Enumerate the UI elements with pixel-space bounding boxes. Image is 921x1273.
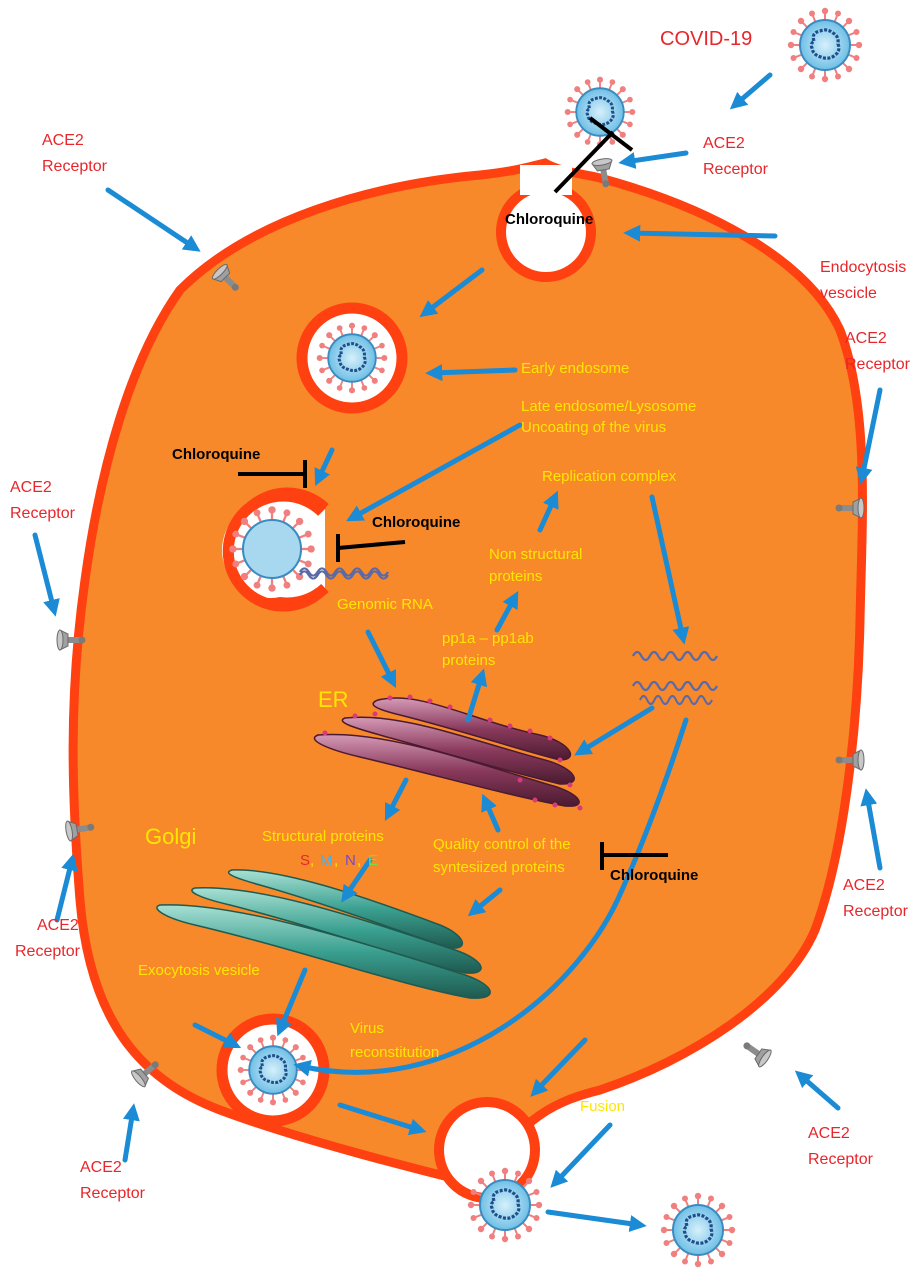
svg-text:vescicle: vescicle xyxy=(820,285,877,302)
genomic-rna-label: Genomic RNA xyxy=(337,596,433,613)
chloroquine-label-early: Chloroquine xyxy=(172,446,260,463)
svg-text:syntesiized proteins: syntesiized proteins xyxy=(433,859,565,876)
structural-proteins-label: Structural proteins xyxy=(262,828,384,845)
svg-text:ACE2: ACE2 xyxy=(845,330,887,347)
svg-text:Non structural: Non structural xyxy=(489,546,582,563)
ace2-label-right-upper: ACE2 Receptor xyxy=(845,330,911,373)
svg-text:Receptor: Receptor xyxy=(80,1185,146,1202)
svg-text:ACE2: ACE2 xyxy=(80,1159,122,1176)
virus-outside-icon xyxy=(788,8,862,82)
fusion-label: Fusion xyxy=(580,1098,625,1115)
svg-text:ACE2: ACE2 xyxy=(10,479,52,496)
ace2-label-top-right: ACE2 Receptor xyxy=(703,135,769,178)
ace2-label-top-left: ACE2 Receptor xyxy=(42,132,108,175)
virus-released-icon xyxy=(661,1193,735,1267)
svg-text:pp1a – pp1ab: pp1a – pp1ab xyxy=(442,630,534,647)
svg-text:M: M xyxy=(320,852,333,869)
virus-entering-icon xyxy=(565,77,636,148)
svg-text:Receptor: Receptor xyxy=(42,158,108,175)
endocytosis-label: Endocytosis vescicle xyxy=(820,259,906,302)
chloroquine-label-protein: Chloroquine xyxy=(610,867,698,884)
svg-text:Uncoating of the virus: Uncoating of the virus xyxy=(521,419,666,436)
svg-text:,: , xyxy=(310,852,314,869)
svg-text:ACE2: ACE2 xyxy=(37,917,79,934)
cell-membrane xyxy=(73,163,862,1185)
svg-text:Receptor: Receptor xyxy=(843,903,909,920)
svg-text:reconstitution: reconstitution xyxy=(350,1044,439,1061)
early-endosome xyxy=(302,308,402,408)
early-endosome-label: Early endosome xyxy=(521,360,629,377)
svg-text:ACE2: ACE2 xyxy=(703,135,745,152)
svg-text:Receptor: Receptor xyxy=(808,1151,874,1168)
svg-text:proteins: proteins xyxy=(442,652,495,669)
svg-text:N: N xyxy=(345,852,356,869)
svg-text:Receptor: Receptor xyxy=(15,943,81,960)
svg-text:,: , xyxy=(357,852,361,869)
ace2-label-bottom-left: ACE2 Receptor xyxy=(80,1159,146,1202)
virus-budding-icon xyxy=(468,1168,542,1242)
ace2-label-right-lower: ACE2 Receptor xyxy=(843,877,909,920)
svg-text:Quality control of the: Quality control of the xyxy=(433,836,571,853)
exocytosis-vesicle-label: Exocytosis vesicle xyxy=(138,962,260,979)
chloroquine-label-entry: Chloroquine xyxy=(505,211,593,228)
svg-text:proteins: proteins xyxy=(489,568,542,585)
covid-label: COVID-19 xyxy=(660,28,752,50)
replication-complex-label: Replication complex xyxy=(542,468,677,485)
svg-text:,: , xyxy=(334,852,338,869)
golgi-label: Golgi xyxy=(145,824,196,849)
ace2-label-left-middle: ACE2 Receptor xyxy=(10,479,76,522)
svg-text:Receptor: Receptor xyxy=(10,505,76,522)
chloroquine-label-late: Chloroquine xyxy=(372,514,460,531)
ace2-label-bottom-right: ACE2 Receptor xyxy=(808,1125,874,1168)
ace2-label-left-lower: ACE2 Receptor xyxy=(15,917,81,960)
svg-text:Virus: Virus xyxy=(350,1020,384,1037)
svg-text:ACE2: ACE2 xyxy=(843,877,885,894)
svg-text:ACE2: ACE2 xyxy=(42,132,84,149)
svg-text:Endocytosis: Endocytosis xyxy=(820,259,906,276)
fusion-vesicle xyxy=(439,1102,535,1198)
svg-text:Receptor: Receptor xyxy=(845,356,911,373)
svg-text:Receptor: Receptor xyxy=(703,161,769,178)
ace2-receptor-icon xyxy=(738,1036,773,1069)
svg-text:E: E xyxy=(368,852,378,869)
er-label: ER xyxy=(318,687,349,712)
svg-text:ACE2: ACE2 xyxy=(808,1125,850,1142)
svg-text:Late endosome/Lysosome: Late endosome/Lysosome xyxy=(521,398,696,415)
svg-text:S: S xyxy=(300,852,310,869)
